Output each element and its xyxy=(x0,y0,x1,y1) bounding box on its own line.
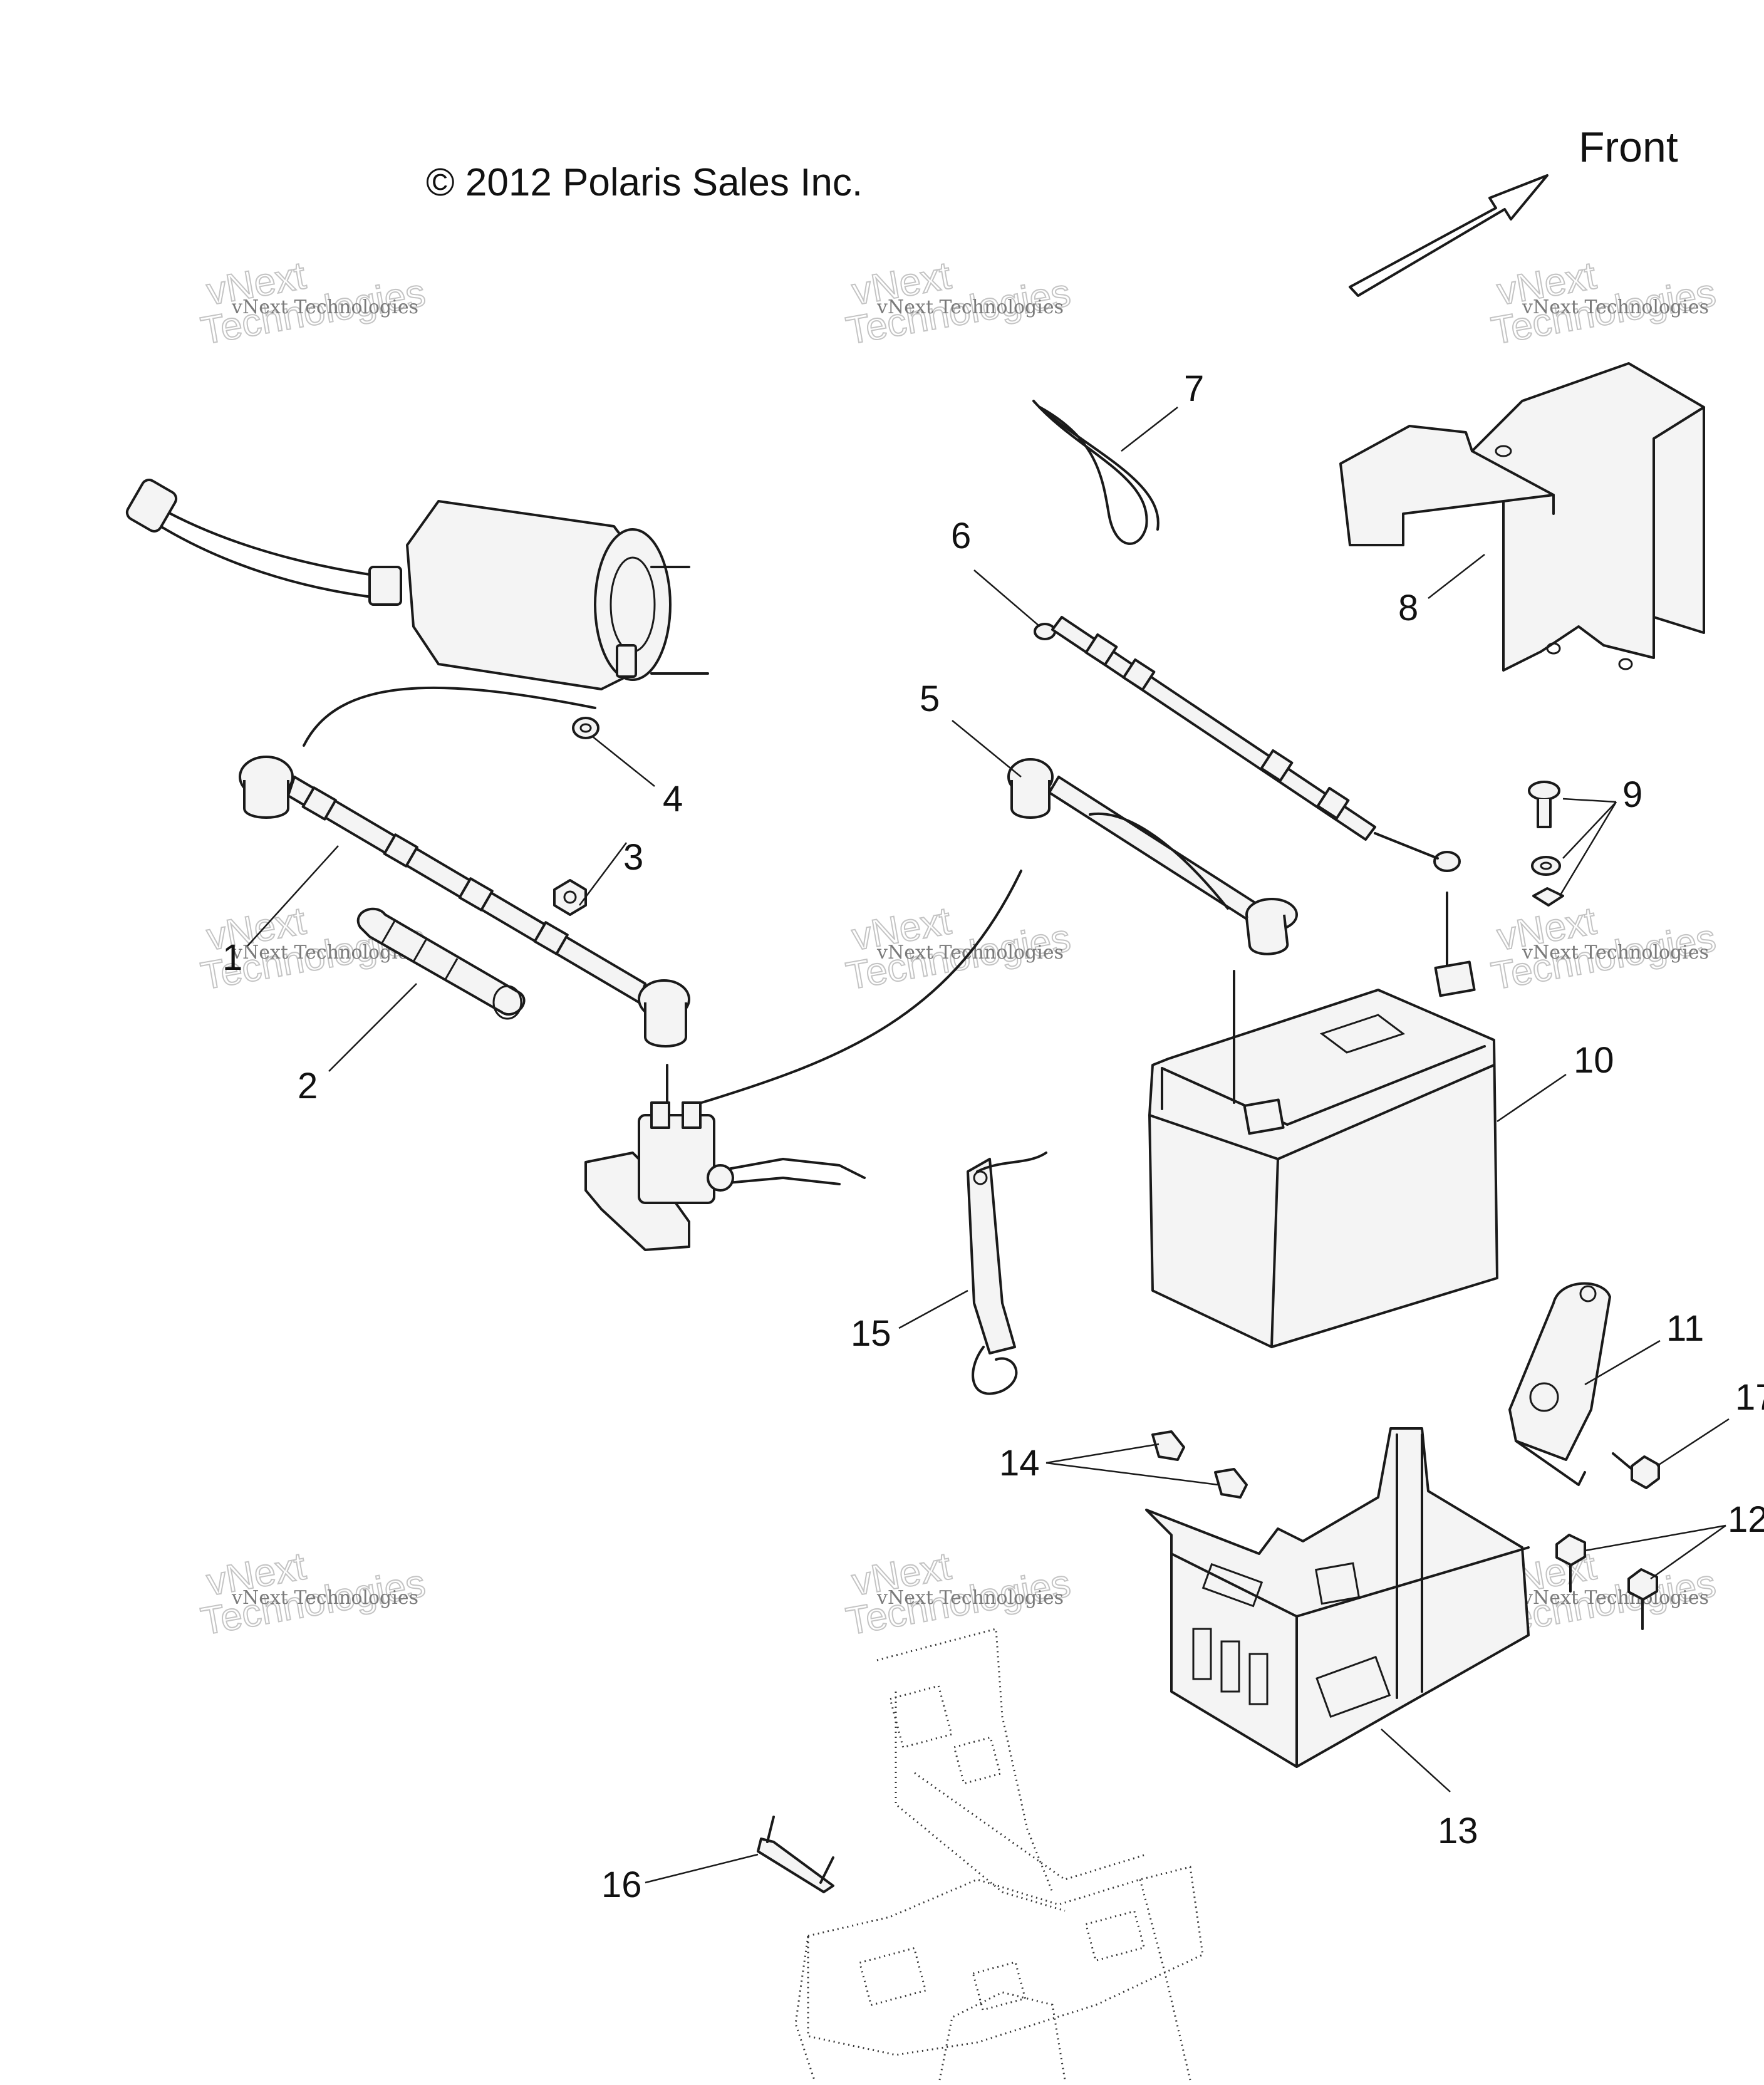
boot-part-2 xyxy=(356,907,526,1020)
battery-cover-part-8 xyxy=(1339,362,1705,672)
watermark-5: vNext Technologies vNext Technologies xyxy=(843,898,1074,999)
callout-15: 15 xyxy=(851,1313,891,1354)
callout-13: 13 xyxy=(1438,1811,1478,1851)
svg-text:vNext Technologies: vNext Technologies xyxy=(876,296,1064,318)
callout-1: 1 xyxy=(222,937,242,978)
callout-7: 7 xyxy=(1184,368,1204,409)
nut-part-3 xyxy=(553,879,587,916)
callout-8: 8 xyxy=(1398,588,1418,628)
bracket-part-11 xyxy=(1508,1282,1611,1486)
starter-motor xyxy=(125,479,709,690)
hardware-part-9 xyxy=(1528,781,1564,907)
callout-6: 6 xyxy=(951,516,971,556)
svg-text:vNext Technologies: vNext Technologies xyxy=(231,296,418,318)
callout-4: 4 xyxy=(663,779,683,819)
callout-5: 5 xyxy=(920,679,940,719)
watermark-8: vNext Technologies vNext Technologies xyxy=(843,1544,1074,1644)
svg-text:vNext Technologies: vNext Technologies xyxy=(876,1587,1064,1609)
callout-16: 16 xyxy=(601,1864,642,1905)
callout-17: 17 xyxy=(1735,1377,1764,1418)
front-label: Front xyxy=(1579,123,1678,171)
callout-numbers: 1 2 3 4 5 6 7 8 9 10 11 12 13 14 15 16 1… xyxy=(222,368,1764,1905)
watermark-6: vNext Technologies vNext Technologies xyxy=(1488,898,1720,999)
watermark-7: vNext Technologies vNext Technologies xyxy=(197,1544,429,1644)
bolts-part-12 xyxy=(1555,1534,1658,1630)
clips-part-14 xyxy=(1151,1430,1248,1499)
solenoid xyxy=(584,870,1022,1251)
svg-text:vNext Technologies: vNext Technologies xyxy=(1522,942,1709,964)
battery-tray-part-13 xyxy=(1145,1427,1530,1768)
watermark-1: vNext Technologies vNext Technologies xyxy=(197,253,429,353)
copyright-text: © 2012 Polaris Sales Inc. xyxy=(426,161,863,204)
watermark-3: vNext Technologies vNext Technologies xyxy=(1488,253,1720,353)
washer-part-4 xyxy=(572,717,599,739)
clip-part-16 xyxy=(757,1816,834,1893)
svg-text:vNext Technologies: vNext Technologies xyxy=(1522,296,1709,318)
cable-part-1 xyxy=(239,686,690,1048)
cable-tie-part-7 xyxy=(1032,400,1160,545)
front-arrow-icon xyxy=(1349,174,1549,297)
callout-12: 12 xyxy=(1728,1499,1764,1540)
svg-text:vNext Technologies: vNext Technologies xyxy=(1522,1587,1709,1609)
cable-part-6 xyxy=(1034,616,1461,872)
callout-10: 10 xyxy=(1574,1040,1614,1081)
callout-11: 11 xyxy=(1666,1308,1704,1349)
cable-part-5 xyxy=(1007,758,1298,955)
bolt-part-17 xyxy=(1612,1452,1660,1489)
callout-2: 2 xyxy=(298,1066,318,1106)
callout-9: 9 xyxy=(1622,774,1642,815)
frame-skid-plate xyxy=(794,1628,1204,2081)
svg-text:vNext Technologies: vNext Technologies xyxy=(231,1587,418,1609)
watermark-2: vNext Technologies vNext Technologies xyxy=(843,253,1074,353)
callout-14: 14 xyxy=(999,1443,1040,1484)
callout-3: 3 xyxy=(623,837,643,878)
leader-lines xyxy=(247,407,1730,1884)
strap-part-15 xyxy=(967,1152,1047,1395)
battery-part-10 xyxy=(1148,892,1498,1348)
